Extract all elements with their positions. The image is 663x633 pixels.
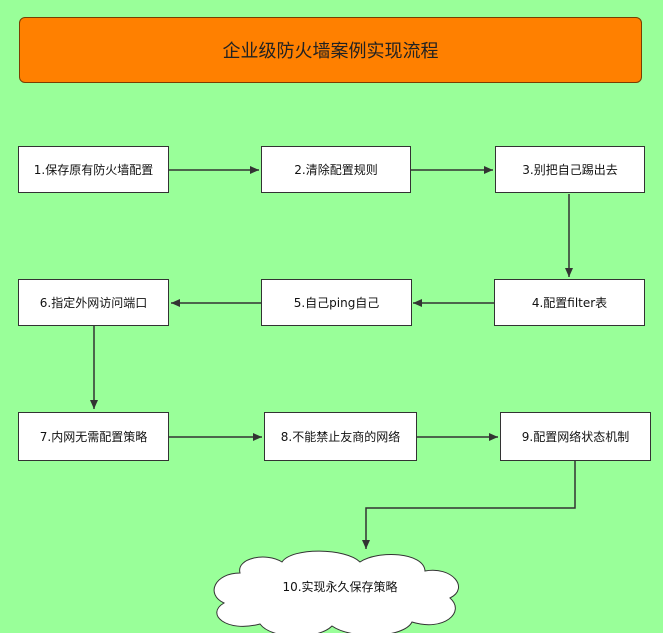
step-4-node: 4.配置filter表 [494, 279, 645, 326]
step-2-node: 2.清除配置规则 [261, 146, 411, 193]
step-10-cloud-label: 10.实现永久保存策略 [282, 580, 398, 594]
step-6-node: 6.指定外网访问端口 [18, 279, 169, 326]
step-9-node: 9.配置网络状态机制 [500, 412, 651, 461]
step-7-node: 7.内网无需配置策略 [18, 412, 169, 461]
diagram-title: 企业级防火墙案例实现流程 [19, 17, 642, 83]
edge-9-10 [362, 461, 576, 549]
step-8-node: 8.不能禁止友商的网络 [264, 412, 417, 461]
step-5-node: 5.自己ping自己 [261, 279, 412, 326]
step-3-node: 3.别把自己踢出去 [495, 146, 645, 193]
step-1-node: 1.保存原有防火墙配置 [18, 146, 169, 193]
